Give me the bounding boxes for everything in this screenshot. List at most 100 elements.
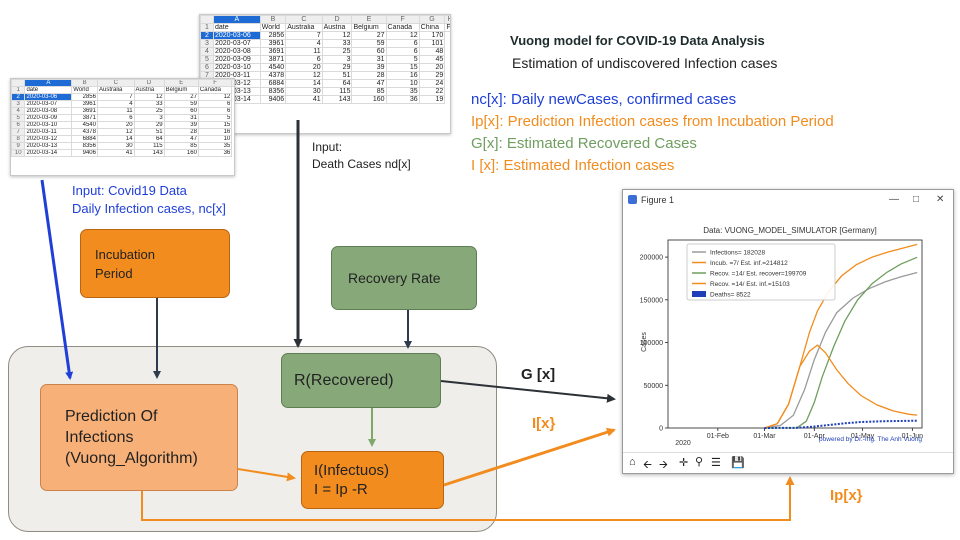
- definition-i: I [x]: Estimated Infection cases: [471, 157, 675, 174]
- row-number: 8: [11, 135, 26, 143]
- column-letter: F: [197, 79, 233, 87]
- value-cell: 29: [133, 121, 165, 129]
- column-letter: [11, 79, 26, 87]
- home-icon[interactable]: ⌂: [629, 456, 636, 468]
- column-header: Canada: [385, 23, 420, 32]
- value-cell: 6884: [71, 135, 98, 143]
- column-letter: G: [418, 15, 446, 24]
- value-cell: 16: [197, 128, 233, 136]
- value-cell: 33: [321, 39, 353, 48]
- minimize-icon[interactable]: —: [889, 194, 899, 205]
- legend-label: Recov. =14/ Est. recover=199709: [710, 271, 807, 278]
- input-death-line1: Input:: [312, 140, 343, 154]
- row-number: 6: [11, 121, 26, 129]
- value-cell: 12: [321, 31, 353, 40]
- row-number: 3: [200, 39, 214, 48]
- x-tick-label: 01-Apr: [804, 433, 826, 440]
- back-icon[interactable]: 🡨: [643, 459, 652, 471]
- infectuos-box: I(Infectuos) I = Ip -R: [301, 451, 444, 509]
- value-cell: 47: [163, 135, 199, 143]
- value-cell: 6: [385, 39, 420, 48]
- column-letter: H: [444, 15, 450, 24]
- column-letter: C: [285, 15, 323, 24]
- value-cell: 29: [418, 71, 446, 80]
- value-cell: 5: [197, 114, 233, 122]
- value-cell: 14: [96, 135, 135, 143]
- figure-app-icon: [628, 195, 637, 204]
- value-cell: 12: [385, 31, 420, 40]
- legend-label: Incub. =7/ Est. inf.=214812: [710, 260, 788, 267]
- value-cell: 12: [197, 93, 233, 101]
- value-cell: 4540: [259, 63, 287, 72]
- column-letter: A: [213, 15, 261, 24]
- row-number: 2: [11, 93, 26, 101]
- maximize-icon[interactable]: □: [913, 194, 920, 205]
- legend-swatch: [692, 291, 706, 297]
- value-cell: 6: [385, 47, 420, 56]
- pan-icon[interactable]: ✛: [679, 457, 689, 469]
- value-cell: 64: [133, 135, 165, 143]
- close-icon[interactable]: ✕: [936, 194, 945, 205]
- row-number: 6: [200, 63, 214, 72]
- y-tick-label: 0: [659, 426, 663, 433]
- value-cell: 36: [385, 95, 420, 104]
- value-cell: 85: [351, 87, 387, 96]
- input-covid-line2: Daily Infection cases, nc[x]: [72, 201, 226, 216]
- date-cell: 2020-03-06: [24, 93, 73, 101]
- value-cell: 7: [285, 31, 323, 40]
- save-icon[interactable]: 💾: [731, 457, 745, 469]
- value-cell: 11: [96, 107, 135, 115]
- value-cell: 25: [133, 107, 165, 115]
- y-tick-label: 150000: [640, 297, 663, 304]
- definition-nc: nc[x]: Daily newCases, confirmed cases: [471, 91, 737, 108]
- value-cell: 12: [96, 128, 135, 136]
- infectuos-line1: I(Infectuos): [314, 462, 390, 479]
- value-cell: 41: [96, 149, 135, 157]
- value-cell: 6: [197, 100, 233, 108]
- value-cell: 39: [351, 63, 387, 72]
- value-cell: 3871: [259, 55, 287, 64]
- chart-svg: Data: VUONG_MODEL_SIMULATOR [Germany] Ca…: [640, 226, 924, 447]
- date-cell: 2020-03-10: [24, 121, 73, 129]
- row-number: 2: [200, 31, 214, 40]
- value-cell: 10: [197, 135, 233, 143]
- date-cell: 2020-03-14: [24, 149, 73, 157]
- series-line-0: [764, 271, 918, 429]
- x-tick-label: 01-Mar: [753, 433, 776, 440]
- value-cell: 19: [418, 95, 446, 104]
- forward-icon[interactable]: 🡪: [659, 459, 668, 471]
- edge-label-ip: Ip[x}: [830, 487, 863, 504]
- value-cell: 4540: [71, 121, 98, 129]
- legend-frame: [686, 243, 836, 301]
- chart-title: Data: VUONG_MODEL_SIMULATOR [Germany]: [703, 226, 877, 235]
- row-number: 1: [200, 23, 214, 32]
- value-cell: 29: [321, 63, 353, 72]
- recovered-box: R(Recovered): [281, 353, 441, 408]
- value-cell: 4378: [71, 128, 98, 136]
- definition-ip: Ip[x]: Prediction Infection cases from I…: [471, 113, 834, 130]
- value-cell: 60: [351, 47, 387, 56]
- chart-ylabel: Cases: [641, 332, 648, 352]
- row-number: 3: [11, 100, 26, 108]
- column-letter: E: [163, 79, 199, 87]
- recovery-rate-label: Recovery Rate: [348, 270, 441, 286]
- column-letter: B: [259, 15, 287, 24]
- recovery-rate-box: Recovery Rate: [331, 246, 477, 310]
- value-cell: 6: [197, 107, 233, 115]
- value-cell: 11: [285, 47, 323, 56]
- date-cell: 2020-03-13: [24, 142, 73, 150]
- prediction-line2: Infections: [65, 429, 134, 446]
- value-cell: 30: [96, 142, 135, 150]
- zoom-icon[interactable]: ⚲: [695, 456, 704, 468]
- column-header: China: [418, 23, 446, 32]
- value-cell: 35: [385, 87, 420, 96]
- value-cell: 85: [163, 142, 199, 150]
- configure-icon[interactable]: ☰: [711, 457, 721, 469]
